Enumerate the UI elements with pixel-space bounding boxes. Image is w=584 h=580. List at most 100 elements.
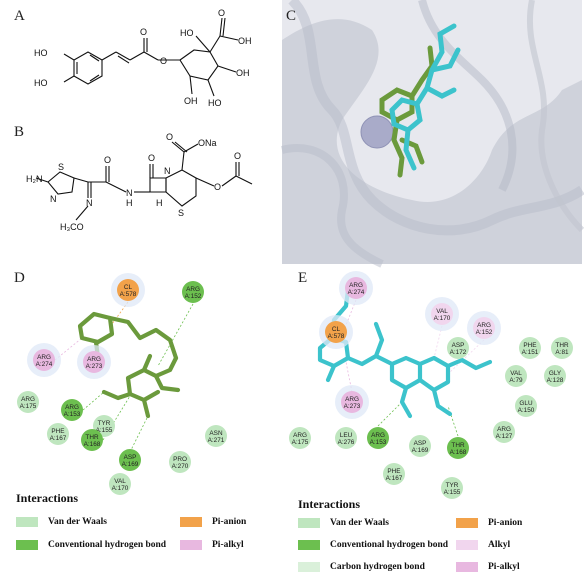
- legend-label: Conventional hydrogen bond: [330, 540, 449, 550]
- residue-id: A:578: [120, 291, 137, 298]
- residue-disc: [441, 477, 463, 499]
- residue-id: A:155: [96, 427, 113, 434]
- interaction-line: [129, 415, 149, 453]
- residue-id: A:81: [555, 349, 569, 356]
- structure-a: HO HO O O O OH HO OH OH HO: [34, 8, 252, 108]
- residue-id: A:168: [450, 449, 467, 456]
- residue-id: A:273: [344, 403, 361, 410]
- residue-disc: [61, 399, 83, 421]
- legend-item-pi-anion: Pi-anion: [456, 516, 522, 530]
- residue-disc: [119, 449, 141, 471]
- residue-id: A:153: [64, 411, 81, 418]
- residue-disc: [519, 337, 541, 359]
- panel-label-d: D: [14, 270, 25, 286]
- legend-label: Pi-anion: [212, 517, 247, 527]
- atom-ho-1: HO: [34, 48, 48, 58]
- residue-id: A:175: [20, 403, 37, 410]
- legend-label: Carbon hydrogen bond: [330, 562, 425, 572]
- atom-s-thiazole: S: [58, 162, 64, 172]
- residue-name: PHE: [51, 428, 64, 435]
- residue-disc: [409, 435, 431, 457]
- interaction-line: [377, 401, 403, 427]
- legend-e-title: Interactions: [298, 497, 360, 511]
- atom-h-ring: H: [156, 198, 163, 208]
- atom-h-amide: H: [126, 198, 133, 208]
- legend-d-title: Interactions: [16, 491, 78, 505]
- residue-name: TYR: [446, 482, 459, 489]
- atom-methoxy: H₃CO: [60, 222, 84, 232]
- legend-swatch: [16, 517, 38, 527]
- residue-id: A:175: [292, 439, 309, 446]
- legend-swatch: [180, 540, 202, 550]
- residue-id: A:167: [386, 475, 403, 482]
- residue-id: A:169: [412, 447, 429, 454]
- atom-o-ester: O: [160, 56, 167, 66]
- residue-name: VAL: [436, 308, 448, 315]
- atom-ho-ring: HO: [208, 98, 222, 108]
- ligand-bond: [431, 387, 453, 417]
- atom-ho-3: HO: [180, 28, 194, 38]
- residue-disc: [335, 427, 357, 449]
- atom-ho-2: HO: [34, 78, 48, 88]
- residue-id: A:79: [509, 377, 523, 384]
- residue-disc: [447, 437, 469, 459]
- residue-name: ARG: [497, 426, 511, 433]
- ligand-bond: [141, 353, 153, 373]
- ligand-green: [379, 45, 435, 178]
- residue-name: ARG: [186, 286, 200, 293]
- residue-id: A:170: [434, 315, 451, 322]
- residue-disc: [33, 349, 55, 371]
- ligand-bond: [77, 311, 115, 345]
- residue-name: VAL: [510, 370, 522, 377]
- residue-disc: [505, 365, 527, 387]
- ligand-bond: [417, 355, 451, 393]
- residue-disc: [83, 351, 105, 373]
- atom-nh: N: [126, 188, 133, 198]
- legend-label: Pi-alkyl: [212, 540, 244, 550]
- residue-disc: [345, 277, 367, 299]
- legend-label: Alkyl: [488, 540, 511, 550]
- residue-disc: [205, 425, 227, 447]
- residue-id: A:151: [522, 349, 539, 356]
- residue-disc: [544, 365, 566, 387]
- residue-disc: [383, 463, 405, 485]
- residue-name: PRO: [173, 456, 187, 463]
- residue-name: ASN: [209, 430, 223, 437]
- residue-id: A:169: [122, 461, 139, 468]
- panel-label-b: B: [14, 124, 25, 140]
- panel-label-c: C: [286, 8, 297, 24]
- residue-id: A:274: [36, 361, 53, 368]
- atom-h2n: H₂N: [26, 174, 43, 184]
- residue-name: ARG: [37, 354, 51, 361]
- legend-item-carbon-hydrogen-bond: Carbon hydrogen bond: [298, 560, 425, 574]
- residue-name: ARG: [349, 282, 363, 289]
- residue-name: PHE: [523, 342, 536, 349]
- residue-id: A:172: [450, 349, 467, 356]
- residue-disc: [325, 321, 347, 343]
- atom-acetyl-o: O: [234, 151, 241, 161]
- ligand-bond: [107, 315, 179, 361]
- residue-cl-578: CLA:578: [319, 315, 353, 349]
- structure-b: H₂N N S N H₃CO O N H O N H S ONa O O O: [26, 132, 253, 232]
- residue-id: A:274: [348, 289, 365, 296]
- residue-disc: [473, 317, 495, 339]
- residue-disc: [447, 337, 469, 359]
- legend-swatch: [298, 518, 320, 528]
- residue-name: ARG: [87, 356, 101, 363]
- atom-carbonyl-o: O: [166, 132, 173, 142]
- ligand-bond: [445, 357, 493, 371]
- residue-id: A:271: [208, 437, 225, 444]
